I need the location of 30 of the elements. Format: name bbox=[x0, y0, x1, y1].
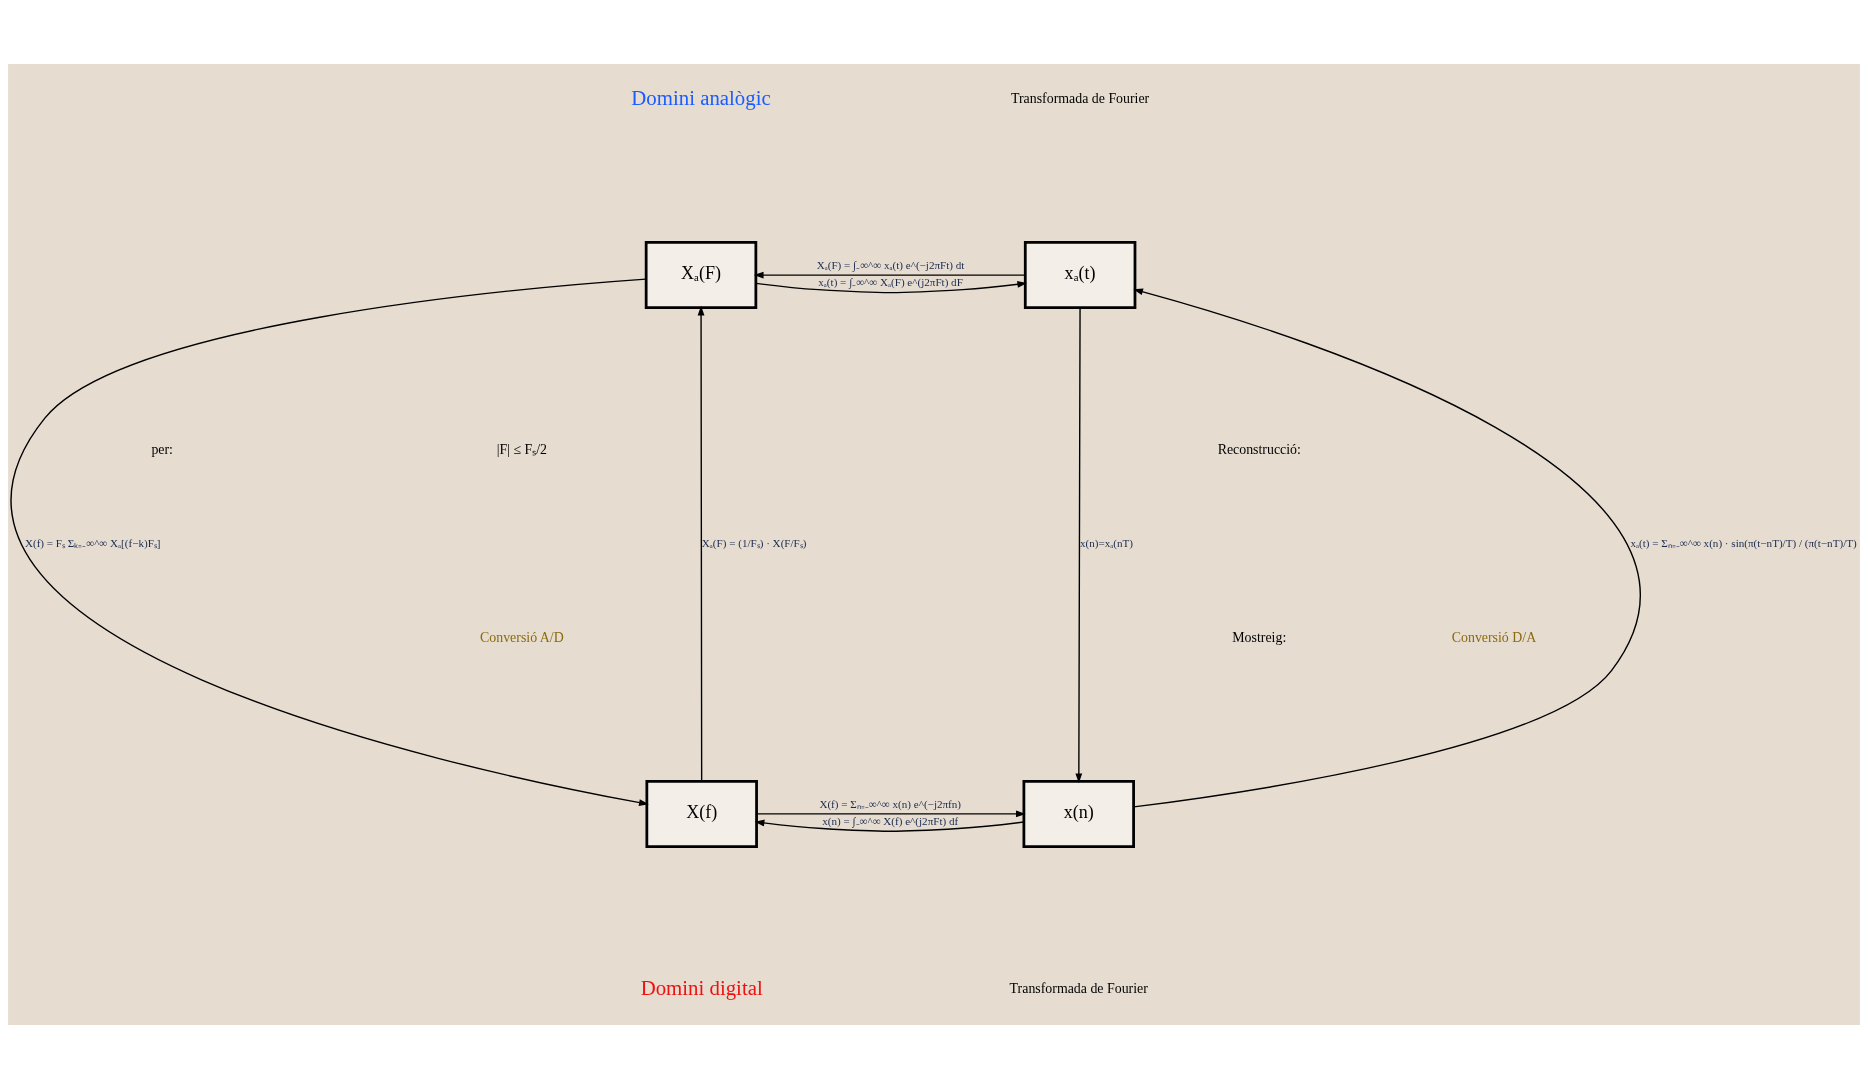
node-box: Xₐ(F) bbox=[644, 240, 758, 309]
node-box: xₐ(t) bbox=[1023, 240, 1137, 309]
arrow bbox=[756, 810, 1026, 817]
label: |F| ≤ Fₛ/2 bbox=[496, 441, 548, 457]
label: Reconstrucció: bbox=[1217, 441, 1301, 457]
edge-label: X(f) = Σₙ₌₋∞^∞ x(n) e^(−j2πfn) bbox=[819, 797, 962, 810]
arrow bbox=[12, 277, 649, 806]
edge-label: xₐ(t) = ∫₋∞^∞ Xₐ(F) e^(j2πFt) dF bbox=[818, 275, 963, 288]
edge-label: Xₐ(F) = (1/Fₛ) · X(F/Fₛ) bbox=[701, 536, 807, 549]
arrow bbox=[755, 280, 1028, 293]
label: per: bbox=[151, 441, 173, 457]
label: Conversió D/A bbox=[1451, 629, 1537, 645]
arrow bbox=[1133, 287, 1640, 808]
node-box: X(f) bbox=[645, 779, 758, 848]
edge-label: x(n)=xₐ(nT) bbox=[1080, 536, 1134, 549]
label: Domini analògic bbox=[631, 85, 771, 110]
label: Conversió A/D bbox=[480, 629, 564, 645]
label: Transformada de Fourier bbox=[1009, 980, 1148, 996]
label: Mostreig: bbox=[1232, 629, 1287, 645]
arrow bbox=[754, 819, 1025, 832]
edge-label: x(n) = ∫₋∞^∞ X(f) e^(j2πFt) df bbox=[822, 814, 959, 827]
label: Transformada de Fourier bbox=[1011, 90, 1150, 106]
label: Domini digital bbox=[640, 975, 763, 1000]
edge-label: X(f) = Fₛ Σₖ₌₋∞^∞ Xₐ[(f−k)Fₛ] bbox=[24, 536, 161, 549]
node-box: x(n) bbox=[1022, 779, 1135, 848]
arrow bbox=[697, 305, 705, 782]
edge-label: xₐ(t) = Σₙ₌₋∞^∞ x(n) · sin(π(t−nT)/T) / (π(t−nT)/T) bbox=[1630, 536, 1857, 549]
arrow bbox=[1075, 306, 1083, 783]
edge-label: Xₐ(F) = ∫₋∞^∞ xₐ(t) e^(−j2πFt) dt bbox=[816, 258, 965, 271]
arrow bbox=[753, 271, 1026, 278]
